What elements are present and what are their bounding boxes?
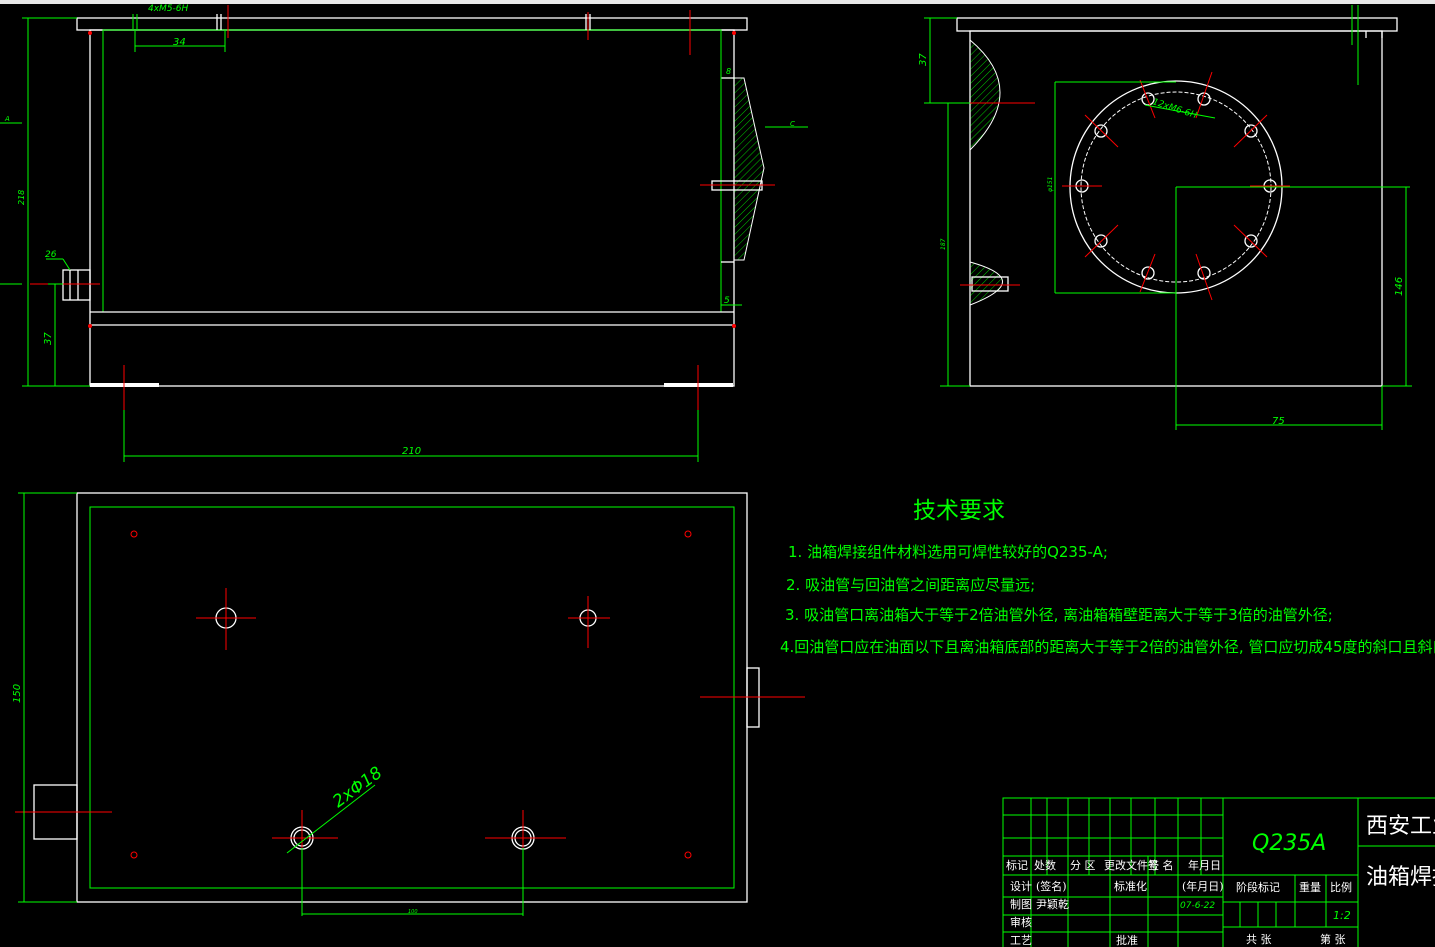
window-top-edge xyxy=(0,0,1435,4)
front-dim-5: 5 xyxy=(724,296,730,306)
svg-text:第 张: 第 张 xyxy=(1320,932,1346,946)
requirement-4: 4.回油管口应在油面以下且离油箱底部的距离大于等于2倍的油管外径, 管口应切成4… xyxy=(780,638,1435,656)
side-bolt-holes xyxy=(1062,71,1290,301)
side-dim-187: 187 xyxy=(940,238,947,250)
side-dim-37: 37 xyxy=(918,53,929,66)
side-dim-75: 75 xyxy=(1272,416,1285,427)
svg-text:(年月日): (年月日) xyxy=(1182,879,1224,893)
svg-text:处数: 处数 xyxy=(1034,859,1056,872)
title-material: Q235A xyxy=(1252,831,1326,856)
technical-requirements: 技术要求 1. 油箱焊接组件材料选用可焊性较好的Q235-A; 2. 吸油管与回… xyxy=(780,498,1435,656)
top-pipe-holes xyxy=(272,810,566,870)
svg-text:签 名: 签 名 xyxy=(1148,858,1174,872)
front-thread-label: 4xM5-6H xyxy=(148,4,189,14)
front-dim-34: 34 xyxy=(173,37,186,48)
section-mark-a: A xyxy=(4,115,10,123)
svg-text:工艺: 工艺 xyxy=(1010,934,1032,947)
top-inner-holes xyxy=(196,588,610,650)
requirement-3: 3. 吸油管口离油箱大于等于2倍油管外径, 离油箱箱壁距离大于等于3倍的油管外径… xyxy=(785,606,1333,624)
svg-text:07-6-22: 07-6-22 xyxy=(1180,901,1215,911)
svg-text:设计: 设计 xyxy=(1010,880,1032,893)
side-view xyxy=(924,5,1412,430)
requirements-title: 技术要求 xyxy=(913,498,1005,524)
svg-text:更改文件号: 更改文件号 xyxy=(1104,858,1159,872)
svg-text:重量: 重量 xyxy=(1299,880,1321,894)
side-cover-hatch xyxy=(969,38,1001,152)
section-mark-c: C xyxy=(790,120,795,128)
top-hole-label: 2xΦ18 xyxy=(329,763,386,812)
svg-text:批准: 批准 xyxy=(1116,933,1138,947)
top-dim-150: 150 xyxy=(12,684,23,703)
svg-text:共 张: 共 张 xyxy=(1246,933,1272,946)
side-dim-phi: φ151 xyxy=(1047,177,1054,192)
front-inner-wall xyxy=(102,29,722,313)
svg-text:(签名): (签名) xyxy=(1036,879,1067,893)
top-view xyxy=(15,492,805,916)
front-left-pipe xyxy=(62,269,91,301)
svg-text:审核: 审核 xyxy=(1010,915,1032,929)
top-outer-plate xyxy=(76,492,748,903)
side-top-plate xyxy=(956,17,1398,32)
top-dim-100: 100 xyxy=(408,909,418,915)
front-dim-26: 26 xyxy=(45,250,57,260)
front-top-plate xyxy=(76,17,748,31)
svg-text:标准化: 标准化 xyxy=(1114,879,1147,893)
front-dimension-labels: 4xM5-6H 34 210 37 218 5 8 26 A C xyxy=(4,4,795,457)
front-dim-210: 210 xyxy=(402,446,421,457)
side-pipe-hatch xyxy=(969,261,1003,306)
front-cover-section xyxy=(733,77,765,261)
svg-text:阶段标记: 阶段标记 xyxy=(1236,880,1280,894)
front-tank-body xyxy=(89,29,735,387)
title-school: 西安工业 xyxy=(1366,814,1435,839)
side-thread-label: 12xM6-6H xyxy=(1151,97,1198,121)
top-corner-holes xyxy=(130,530,692,859)
requirement-1: 1. 油箱焊接组件材料选用可焊性较好的Q235-A; xyxy=(788,543,1108,561)
front-dim-8: 8 xyxy=(726,67,731,76)
requirement-2: 2. 吸油管与回油管之间距离应尽量远; xyxy=(786,576,1035,594)
svg-text:尹颖乾: 尹颖乾 xyxy=(1036,898,1069,911)
svg-text:年月日: 年月日 xyxy=(1188,858,1221,872)
svg-text:比例: 比例 xyxy=(1330,880,1352,894)
side-dim-146: 146 xyxy=(1394,277,1405,296)
front-dim-218: 218 xyxy=(17,190,26,205)
title-drawing-name: 油箱焊接 xyxy=(1366,865,1435,890)
svg-text:标记: 标记 xyxy=(1006,858,1028,872)
front-dim-37: 37 xyxy=(43,332,54,345)
top-inner-outline xyxy=(89,506,735,889)
svg-text:制图: 制图 xyxy=(1010,898,1032,911)
svg-text:分 区: 分 区 xyxy=(1070,859,1096,872)
svg-text:1:2: 1:2 xyxy=(1333,909,1351,922)
front-view xyxy=(0,5,808,462)
top-dimension-labels: 150 2xΦ18 100 xyxy=(12,684,418,915)
title-block: Q235A 西安工业 油箱焊接 标记 处数 分 区 更改文件号 签 名 年月日 … xyxy=(1002,797,1435,947)
